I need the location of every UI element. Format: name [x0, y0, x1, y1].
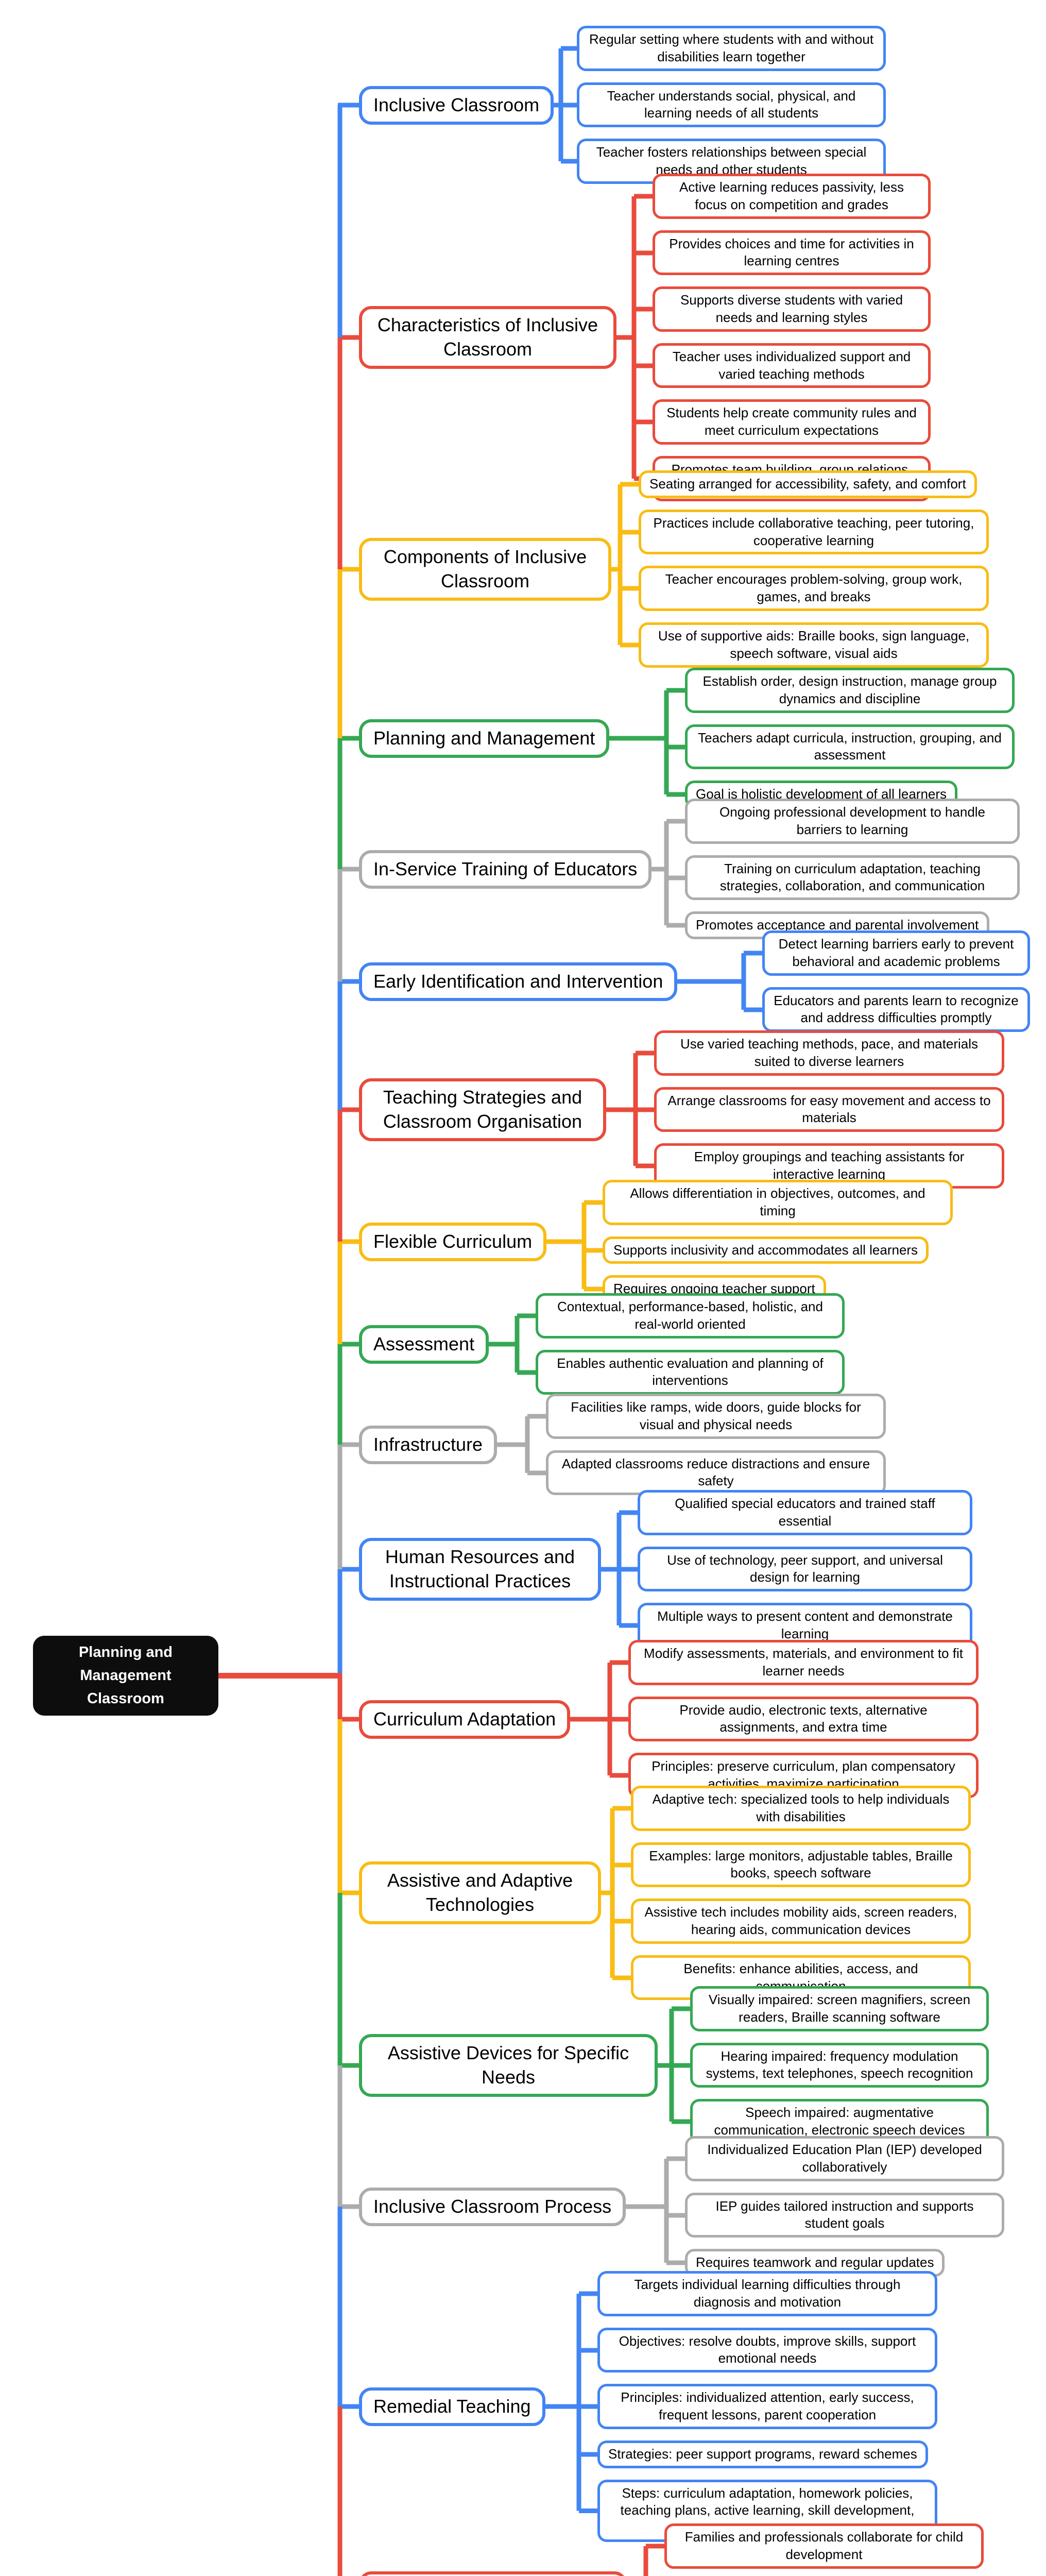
- branch-children-human-resources-and-instructional-practices: Qualified special educators and trained …: [638, 1490, 972, 1648]
- child-node: Detect learning barriers early to preven…: [762, 930, 1030, 976]
- child-node: Modify assessments, materials, and envir…: [628, 1640, 979, 1685]
- branch-node-characteristics-of-inclusive-classroom: Characteristics of Inclusive Classroom: [359, 306, 616, 369]
- branch-children-components-of-inclusive-classroom: Seating arranged for accessibility, safe…: [639, 470, 989, 668]
- branch-node-inclusive-classroom: Inclusive Classroom: [359, 86, 554, 125]
- branch-children-planning-and-management: Establish order, design instruction, man…: [685, 668, 1015, 808]
- branch-node-infrastructure: Infrastructure: [359, 1426, 498, 1464]
- branch-children-assessment: Contextual, performance-based, holistic,…: [536, 1293, 845, 1395]
- branch-node-planning-and-management: Planning and Management: [359, 719, 610, 758]
- branch-children-in-service-training-of-educators: Ongoing professional development to hand…: [685, 799, 1020, 939]
- child-node: Facilities like ramps, wide doors, guide…: [546, 1394, 886, 1439]
- child-node: Teachers adapt curricula, instruction, g…: [685, 724, 1015, 770]
- branch-node-early-identification-and-intervention: Early Identification and Intervention: [359, 962, 678, 1001]
- branch-node-curriculum-adaptation: Curriculum Adaptation: [359, 1700, 571, 1739]
- child-node: Assistive tech includes mobility aids, s…: [631, 1899, 971, 1944]
- central-topic-node: Planning and Management Classroom: [33, 1636, 218, 1716]
- child-node: Seating arranged for accessibility, safe…: [639, 470, 977, 498]
- child-node: Provide audio, electronic texts, alterna…: [628, 1696, 979, 1742]
- child-node: Use varied teaching methods, pace, and m…: [654, 1030, 1004, 1076]
- branch-children-flexible-curriculum: Allows differentiation in objectives, ou…: [603, 1180, 953, 1303]
- branch-children-characteristics-of-inclusive-classroom: Active learning reduces passivity, less …: [653, 174, 931, 501]
- branch-node-remedial-teaching: Remedial Teaching: [359, 2387, 545, 2426]
- child-node: Supports diverse students with varied ne…: [653, 286, 931, 332]
- child-node: Strategies: peer support programs, rewar…: [597, 2440, 928, 2468]
- child-node: Use of supportive aids: Braille books, s…: [639, 622, 989, 668]
- child-node: Hearing impaired: frequency modulation s…: [690, 2042, 989, 2088]
- child-node: Training on curriculum adaptation, teach…: [685, 855, 1020, 901]
- child-node: Individualized Education Plan (IEP) deve…: [685, 2136, 1004, 2181]
- child-node: Adaptive tech: specialized tools to help…: [631, 1786, 971, 1831]
- child-node: Establish order, design instruction, man…: [685, 668, 1015, 713]
- child-node: Visually impaired: screen magnifiers, sc…: [690, 1986, 989, 2031]
- branch-node-human-resources-and-instructional-practices: Human Resources and Instructional Practi…: [359, 1538, 601, 1601]
- child-node: Active learning reduces passivity, less …: [653, 174, 931, 219]
- child-node: Teacher understands social, physical, an…: [577, 82, 886, 128]
- branch-node-parents-and-professionals-partnership: Parents and Professionals Partnership: [359, 2571, 627, 2576]
- child-node: Allows differentiation in objectives, ou…: [603, 1180, 953, 1225]
- branch-children-curriculum-adaptation: Modify assessments, materials, and envir…: [628, 1640, 979, 1798]
- child-node: Teacher encourages problem-solving, grou…: [639, 566, 989, 611]
- child-node: Objectives: resolve doubts, improve skil…: [597, 2327, 937, 2373]
- branch-node-flexible-curriculum: Flexible Curriculum: [359, 1223, 547, 1261]
- child-node: Arrange classrooms for easy movement and…: [654, 1087, 1004, 1132]
- branch-children-inclusive-classroom: Regular setting where students with and …: [577, 26, 886, 184]
- branch-children-infrastructure: Facilities like ramps, wide doors, guide…: [546, 1394, 886, 1496]
- child-node: Contextual, performance-based, holistic,…: [536, 1293, 845, 1338]
- child-node: Families and professionals collaborate f…: [664, 2523, 984, 2569]
- branch-node-inclusive-classroom-process: Inclusive Classroom Process: [359, 2188, 626, 2226]
- child-node: Promotes acceptance and parental involve…: [685, 911, 990, 939]
- branch-children-inclusive-classroom-process: Individualized Education Plan (IEP) deve…: [685, 2136, 1004, 2277]
- child-node: Use of technology, peer support, and uni…: [638, 1546, 972, 1592]
- branch-node-teaching-strategies-and-classroom-organisation: Teaching Strategies and Classroom Organi…: [359, 1078, 606, 1141]
- branch-children-remedial-teaching: Targets individual learning difficulties…: [597, 2271, 937, 2542]
- branch-children-early-identification-and-intervention: Detect learning barriers early to preven…: [762, 930, 1030, 1032]
- child-node: Adapted classrooms reduce distractions a…: [546, 1450, 886, 1496]
- branch-children-assistive-devices-for-specific-needs: Visually impaired: screen magnifiers, sc…: [690, 1986, 989, 2144]
- branch-node-in-service-training-of-educators: In-Service Training of Educators: [359, 850, 652, 889]
- child-node: Examples: large monitors, adjustable tab…: [631, 1842, 971, 1888]
- child-node: Students help create community rules and…: [653, 399, 931, 445]
- branch-node-assistive-and-adaptive-technologies: Assistive and Adaptive Technologies: [359, 1861, 601, 1924]
- branch-node-assistive-devices-for-specific-needs: Assistive Devices for Specific Needs: [359, 2034, 658, 2097]
- child-node: Regular setting where students with and …: [577, 26, 886, 71]
- branch-node-assessment: Assessment: [359, 1325, 489, 1364]
- child-node: Qualified special educators and trained …: [638, 1490, 972, 1535]
- branch-children-teaching-strategies-and-classroom-organisation: Use varied teaching methods, pace, and m…: [654, 1030, 1004, 1189]
- child-node: IEP guides tailored instruction and supp…: [685, 2192, 1004, 2238]
- child-node: Principles: individualized attention, ea…: [597, 2384, 937, 2429]
- branch-children-parents-and-professionals-partnership: Families and professionals collaborate f…: [664, 2523, 984, 2576]
- branch-node-components-of-inclusive-classroom: Components of Inclusive Classroom: [359, 538, 611, 601]
- child-node: Ongoing professional development to hand…: [685, 799, 1020, 844]
- child-node: Educators and parents learn to recognize…: [762, 987, 1030, 1032]
- child-node: Teacher uses individualized support and …: [653, 343, 931, 388]
- child-node: Provides choices and time for activities…: [653, 230, 931, 276]
- child-node: Enables authentic evaluation and plannin…: [536, 1349, 845, 1395]
- child-node: Supports inclusivity and accommodates al…: [603, 1236, 929, 1264]
- child-node: Practices include collaborative teaching…: [639, 509, 989, 555]
- branch-children-assistive-and-adaptive-technologies: Adaptive tech: specialized tools to help…: [631, 1786, 971, 2001]
- child-node: Targets individual learning difficulties…: [597, 2271, 937, 2316]
